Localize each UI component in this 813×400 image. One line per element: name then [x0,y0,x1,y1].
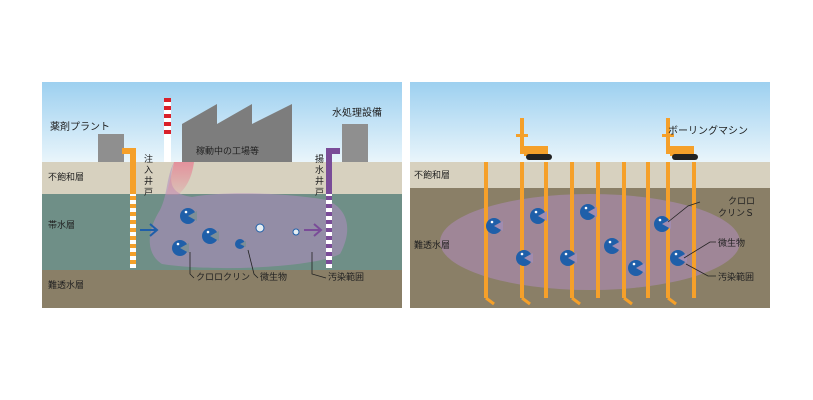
contamination-label: 汚染範囲 [328,271,364,283]
chloroclean-s-label-line1: クロロ [728,196,755,207]
contamination-plume [149,162,348,269]
chloroclean-agent [172,208,246,256]
pumping-well-char-3: 井 [315,175,324,187]
left-diagram-panel: 薬剤プラント 水処理設備 稼動中の工場等 注 入 井 戸 揚 水 井 戸 不飽和… [42,82,402,308]
unsaturated-layer-label: 不飽和層 [48,171,84,183]
factory-leak [166,162,194,195]
pumping-well-char-4: 戸 [315,187,324,198]
unsaturated-layer [42,162,402,194]
microbe-leader [247,249,259,279]
injection-well-char-3: 井 [144,175,153,187]
injection-well [122,148,136,268]
contamination-label: 汚染範囲 [718,271,754,283]
pipe-tails [485,296,677,306]
impermeable-layer-label: 難透水層 [414,239,450,251]
water-treatment-label: 水処理設備 [332,106,382,119]
right-diagram: ボーリングマシン 不飽和層 難透水層 クロロ クリンＳ 微生物 汚染範囲 [410,82,770,308]
sky [410,82,770,162]
injection-well-char-2: 入 [144,165,153,176]
injection-well-char-1: 注 [144,153,153,165]
pumping-arrow [304,223,323,237]
injection-pipes [484,162,696,298]
factory [164,98,292,162]
boring-machine-label: ボーリングマシン [668,124,748,137]
boring-machine-left [516,118,552,160]
left-diagram: 薬剤プラント 水処理設備 稼動中の工場等 注 入 井 戸 揚 水 井 戸 不飽和… [42,82,402,308]
injection-arrow [140,223,159,237]
impermeable-layer-label: 難透水層 [48,279,84,291]
microbe-label: 微生物 [718,237,745,249]
factory-label: 稼動中の工場等 [196,145,259,157]
right-diagram-panel: ボーリングマシン 不飽和層 難透水層 クロロ クリンＳ 微生物 汚染範囲 [410,82,770,308]
boring-machine-right [662,118,698,160]
aquifer-label: 帯水層 [48,219,75,231]
chloroclean-label: クロロクリン [196,272,250,283]
chloroclean-s-label-line2: クリンＳ [718,208,754,219]
chloroclean-s-agent [486,204,687,276]
microbes [255,223,300,236]
chloroclean-leader [189,252,195,279]
water-treatment-tank [342,124,368,162]
chemical-plant-tank [98,134,124,162]
impermeable-layer [42,270,402,308]
contamination-leader [685,263,716,277]
contamination-leader [311,252,327,279]
pumping-well-char-1: 揚 [315,153,324,165]
injection-well-char-4: 戸 [144,187,153,198]
microbe-leader [683,241,716,259]
unsaturated-layer-label: 不飽和層 [414,169,450,181]
chloroclean-s-leader [667,201,701,223]
unsaturated-layer [410,162,770,188]
pumping-well [326,148,340,268]
chemical-plant-label: 薬剤プラント [50,120,110,133]
pumping-well-char-2: 水 [315,164,324,176]
microbe-label: 微生物 [260,271,287,283]
